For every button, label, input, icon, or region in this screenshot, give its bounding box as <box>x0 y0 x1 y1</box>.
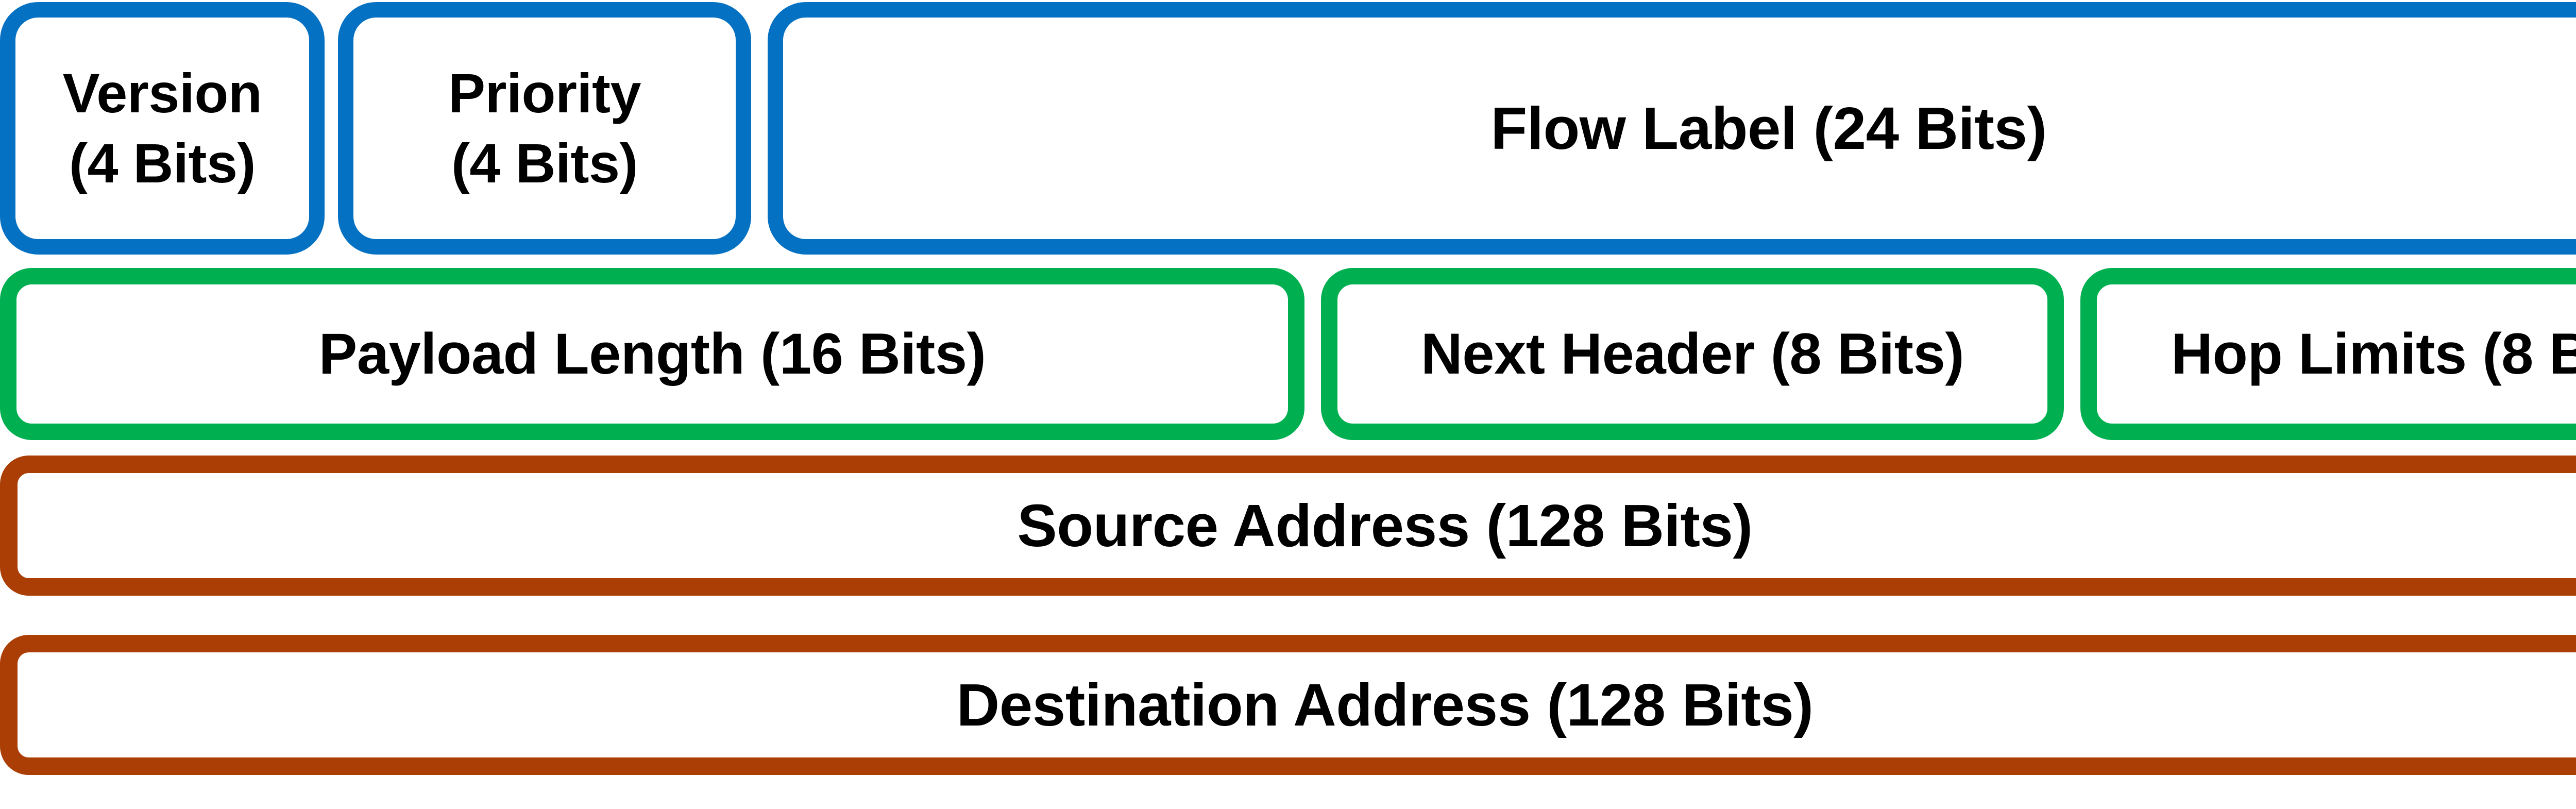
field-destination-address-label: Destination Address (128 Bits) <box>956 671 1814 738</box>
field-destination-address: Destination Address (128 Bits) <box>0 635 2576 775</box>
field-version: Version (4 Bits) <box>0 2 325 255</box>
field-hop-limits-label: Hop Limits (8 Bits) <box>2171 321 2576 386</box>
field-source-address: Source Address (128 Bits) <box>0 456 2576 596</box>
row1-gap-1 <box>325 2 338 255</box>
field-next-header: Next Header (8 Bits) <box>1321 268 2064 440</box>
field-payload-length: Payload Length (16 Bits) <box>0 268 1304 440</box>
field-flow-label: Flow Label (24 Bits) <box>768 2 2576 255</box>
header-row-3: Source Address (128 Bits) <box>0 456 2576 596</box>
field-payload-length-label: Payload Length (16 Bits) <box>318 321 986 386</box>
field-priority: Priority (4 Bits) <box>338 2 751 255</box>
row1-gap-2 <box>751 2 768 255</box>
field-next-header-label: Next Header (8 Bits) <box>1420 321 1964 386</box>
row2-gap-1 <box>1304 268 1321 440</box>
header-row-2: Payload Length (16 Bits) Next Header (8 … <box>0 268 2576 440</box>
header-row-4: Destination Address (128 Bits) <box>0 635 2576 775</box>
field-source-address-label: Source Address (128 Bits) <box>1017 492 1753 559</box>
field-flow-label-label: Flow Label (24 Bits) <box>1490 94 2047 162</box>
field-hop-limits: Hop Limits (8 Bits) <box>2080 268 2576 440</box>
field-priority-label: Priority (4 Bits) <box>448 61 641 194</box>
header-row-1: Version (4 Bits) Priority (4 Bits) Flow … <box>0 2 2576 255</box>
row2-gap-2 <box>2064 268 2080 440</box>
field-version-label: Version (4 Bits) <box>62 61 262 194</box>
